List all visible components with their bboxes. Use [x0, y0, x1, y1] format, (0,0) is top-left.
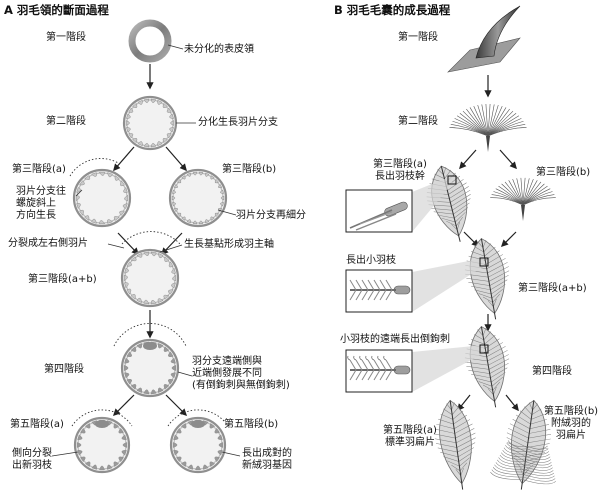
a-differentiate-label: 分化生長羽片分支 [198, 117, 278, 128]
arrow-4-5b [165, 394, 188, 417]
a-stage-3a-label: 第三階段(a) [12, 164, 66, 175]
arrow-b-4-5b [505, 394, 519, 412]
ring-stage-5b [169, 416, 227, 474]
feather-stage-5b [490, 399, 556, 490]
panel-a-title-text: 羽毛領的斷面過程 [16, 3, 109, 17]
a-diff-dev-label: 羽分支遠端側與 近端側發展不同 (有倒鉤刺與無倒鉤刺) [192, 356, 290, 391]
a-stage-4-label: 第四階段 [44, 364, 84, 375]
feather-stage-5a [434, 399, 476, 490]
zoom-barb-shaft [345, 175, 457, 233]
a-subdivide-label: 羽片分支再細分 [236, 210, 306, 221]
panel-b-letter: B [334, 3, 343, 17]
b-stage-4-label: 第四階段 [532, 366, 572, 377]
down-tuft-stage-3b [490, 177, 556, 221]
feather-germ [475, 5, 521, 59]
feather-stage-4 [464, 326, 510, 408]
ring-stage-5a [73, 416, 131, 474]
panel-b-title-text: 羽毛毛囊的成長過程 [346, 3, 451, 17]
a-rachis-label: 生長基點形成羽主軸 [184, 239, 274, 250]
ring-stage-4 [120, 338, 180, 398]
a-stage-5b-label: 第五階段(b) [224, 419, 279, 430]
arrow-b-3b-3ab [500, 231, 517, 248]
b-hooklets-label: 小羽枝的遠端長出倒鉤刺 [340, 334, 450, 345]
zoom-hooklets [345, 344, 489, 393]
b-stage-1-label: 第一階段 [398, 32, 438, 43]
ring-stage-3a [72, 168, 132, 228]
b-stage-2-label: 第二階段 [398, 116, 438, 127]
a-stage-2-label: 第二階段 [46, 116, 86, 127]
b-stage-5b-label: 第五階段(b) 附絨羽的 羽扁片 [543, 406, 599, 441]
arrow-b-4-5a [457, 394, 471, 412]
b-stage-3a-label: 第三階段(a) 長出羽枝幹 [373, 159, 427, 182]
a-stage-3ab-label: 第三階段(a+b) [28, 274, 97, 285]
down-tuft-stage-2 [449, 104, 527, 152]
panel-a-title: A 羽毛領的斷面過程 [4, 4, 109, 16]
panel-b-title: B 羽毛毛囊的成長過程 [334, 4, 450, 16]
a-lateral-label: 側向分裂 出新羽枝 [12, 448, 52, 471]
a-spiral-label: 羽片分支往 螺旋斜上 方向生長 [16, 186, 66, 221]
ring-stage-3b [168, 168, 228, 228]
arrow-b-2-3b [499, 149, 517, 170]
arrow-b-2-3a [459, 149, 477, 170]
panel-a-letter: A [4, 3, 13, 17]
arrow-b-3a-3ab [463, 231, 480, 248]
a-split-label: 分裂成左右側羽片 [8, 238, 88, 249]
ring-stage-2 [122, 95, 178, 151]
b-stage-3ab-label: 第三階段(a+b) [518, 283, 587, 294]
a-stage-3b-label: 第三階段(b) [222, 164, 277, 175]
b-stage-5a-label: 第五階段(a) 標準羽扁片 [383, 425, 437, 448]
a-stage-1-label: 第一階段 [46, 32, 86, 43]
a-collar-label: 未分化的表皮領 [184, 44, 254, 55]
arrow-3a-3ab [117, 232, 139, 256]
ring-stage-3ab [120, 248, 180, 308]
panel-a-diagram [51, 19, 241, 474]
arrow-2-3b [165, 146, 187, 172]
a-paired-label: 長出成對的 新絨羽基因 [242, 448, 292, 471]
a-stage-5a-label: 第五階段(a) [10, 419, 64, 430]
arrow-4-5a [112, 394, 135, 417]
zoom-barbules [345, 257, 489, 313]
b-stage-3b-label: 第三階段(b) [536, 167, 591, 178]
feather-stage-3ab [464, 238, 510, 320]
panel-b-diagram [345, 5, 556, 490]
collar-ring [128, 19, 172, 63]
arrow-2-3a [113, 146, 135, 172]
b-barbule-label: 長出小羽枝 [346, 255, 396, 266]
